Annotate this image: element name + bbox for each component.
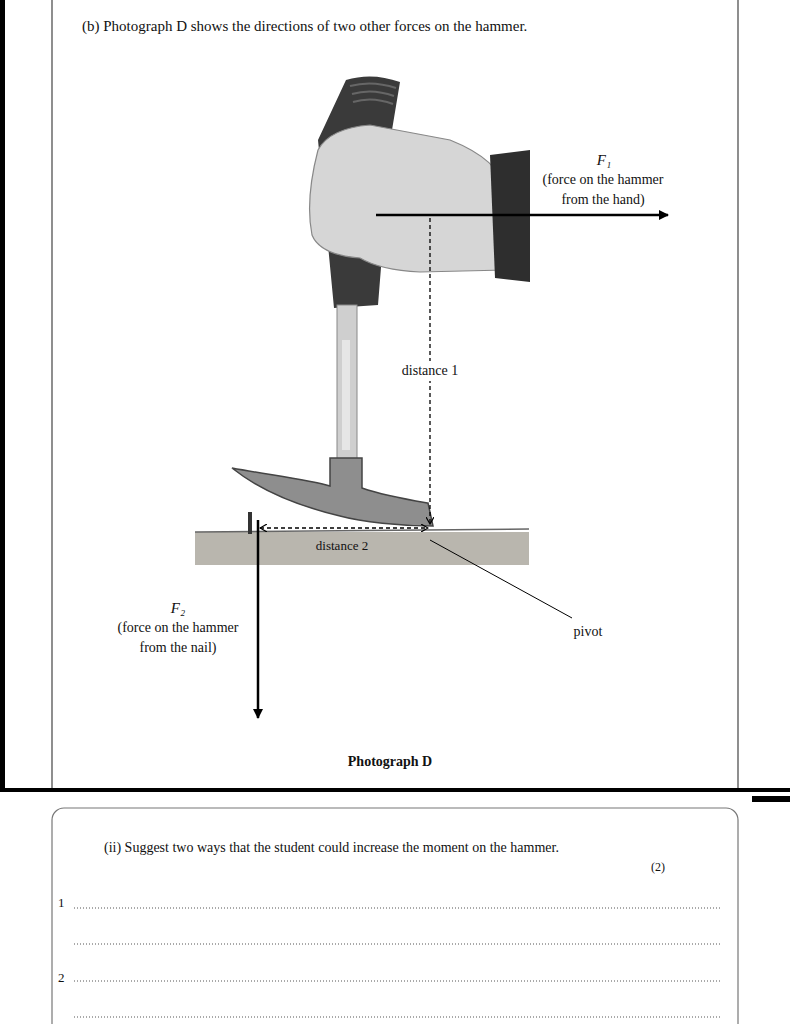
force-symbol: F₂ [158,598,198,618]
answer-number: 2 [58,968,70,988]
answer-number: 1 [58,893,70,913]
photo-caption: Photograph D [320,752,460,772]
pivot-label: pivot [568,622,608,642]
mark-allocation: (2) [646,857,670,877]
question-text: (b) Photograph D shows the directions of… [82,16,722,36]
force-description: (force on the hammer from the hand) [529,170,677,210]
distance-label: distance 2 [314,536,370,556]
question-text: (ii) Suggest two ways that the student c… [104,838,724,858]
distance-label: distance 1 [400,361,460,381]
force-description: (force on the hammer from the nail) [104,618,252,658]
force-symbol: F₁ [584,150,624,170]
